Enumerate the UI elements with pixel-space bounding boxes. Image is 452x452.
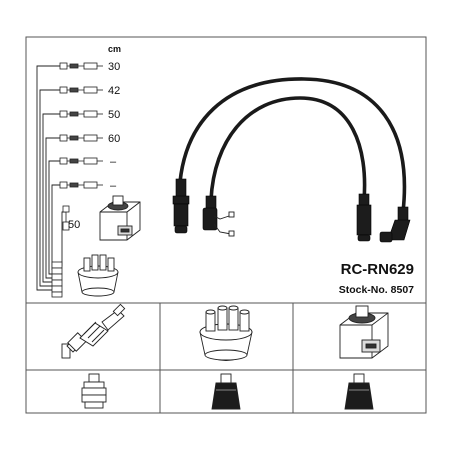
coil-boot-straight (356, 193, 372, 242)
lead-row-3 (59, 110, 103, 118)
lead-length-4: 60 (108, 133, 120, 145)
lead-row-2 (59, 86, 103, 94)
lead-row-4 (59, 134, 103, 142)
diagram-frame (25, 36, 427, 414)
ignition-cables (178, 77, 407, 214)
unit-label: cm (108, 44, 121, 54)
lead-row-1 (59, 62, 103, 70)
coil-lead (62, 205, 70, 231)
spark-plug-boot-clip (202, 195, 218, 231)
lead-length-1: 30 (108, 61, 120, 73)
clip-terminals (213, 211, 235, 237)
distributor-cap-large-icon (199, 305, 253, 361)
lead-length-3: 50 (108, 109, 120, 121)
lead-length-5: – (110, 156, 117, 168)
spark-plug-boot-straight (172, 178, 190, 234)
lead-length-2: 42 (108, 85, 120, 97)
spark-plug-icon (61, 303, 126, 359)
stock-number: Stock-No. 8507 (339, 284, 414, 296)
lead-row-6 (59, 181, 103, 189)
coil-lead-length: 50 (68, 219, 80, 231)
lead-row-5 (59, 157, 103, 165)
ignition-coil-large-icon (339, 305, 389, 359)
terminal-end-coil (344, 373, 374, 410)
terminal-end-cap (211, 373, 241, 410)
lead-bracket (36, 65, 66, 291)
terminal-end-plug (81, 373, 107, 409)
lead-length-6: – (110, 180, 117, 192)
ignition-coil-icon (99, 195, 141, 241)
coil-boot-angled (379, 206, 411, 243)
lead-terminal-stack (51, 261, 63, 298)
distributor-cap-icon (77, 254, 119, 297)
part-number: RC-RN629 (341, 261, 414, 278)
